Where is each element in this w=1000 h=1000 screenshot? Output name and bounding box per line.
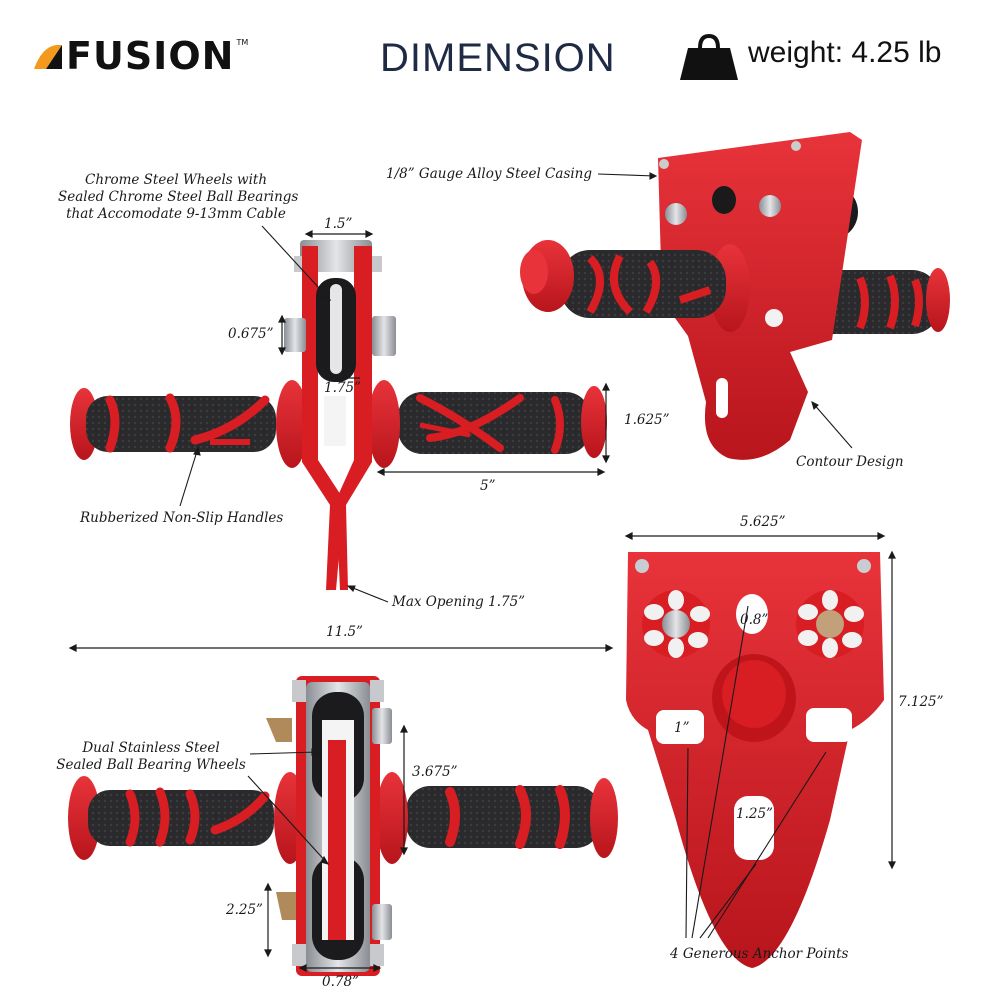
right-handle xyxy=(398,386,607,458)
dim-gap: 1.75” xyxy=(324,380,361,396)
logo-mark-icon xyxy=(34,45,62,69)
dim-top-width: 1.5” xyxy=(324,216,353,232)
plate-view xyxy=(626,552,884,968)
angled-view xyxy=(520,132,950,460)
dim-bottom-slot: 1.25” xyxy=(736,806,773,822)
front-view xyxy=(70,240,607,590)
dual-wheels-callout-line: Sealed Ball Bearing Wheels xyxy=(56,757,246,773)
wheels-callout-line: Chrome Steel Wheels with xyxy=(84,172,268,188)
dimension-lines xyxy=(68,230,896,972)
anchor-points-callout: 4 Generous Anchor Points xyxy=(670,946,849,962)
right-wheel-hub xyxy=(796,590,864,658)
max-opening-callout: Max Opening 1.75” xyxy=(392,594,526,610)
dim-handle-diameter: 1.625” xyxy=(624,412,670,428)
bottom-right-handle xyxy=(406,778,618,858)
trademark: TM xyxy=(236,38,249,47)
weight-label: weight: 4.25 lb xyxy=(748,36,942,69)
wheels-callout: Chrome Steel Wheels with Sealed Chrome S… xyxy=(58,172,299,223)
handles-callout: Rubberized Non-Slip Handles xyxy=(80,510,284,526)
wheels-callout-line: Sealed Chrome Steel Ball Bearings xyxy=(58,189,299,205)
dim-bolt-height: 0.675” xyxy=(228,326,274,342)
fusion-logo: FUSION TM xyxy=(32,34,248,78)
wheels-callout-line: that Accomodate 9-13mm Cable xyxy=(66,206,286,222)
dim-handle-length: 5” xyxy=(480,478,496,494)
left-wheel-hub xyxy=(642,590,710,658)
dim-plate-width: 5.625” xyxy=(740,514,786,530)
casing-callout: 1/8” Gauge Alloy Steel Casing xyxy=(386,166,593,182)
dual-wheels-callout: Dual Stainless Steel Sealed Ball Bearing… xyxy=(56,740,246,774)
dim-lower-bolt: 2.25” xyxy=(226,902,263,918)
brand-name: FUSION xyxy=(66,34,235,78)
dim-side-slot: 1” xyxy=(674,720,690,736)
contour-callout: Contour Design xyxy=(796,454,904,470)
dim-plate-height: 7.125” xyxy=(898,694,944,710)
bottom-left-handle xyxy=(68,776,274,860)
bottom-view xyxy=(68,676,618,976)
callout-leaders xyxy=(179,172,853,939)
left-handle xyxy=(70,388,276,460)
weight-icon xyxy=(680,34,738,80)
page-title: DIMENSION xyxy=(380,36,616,80)
dim-center-hole: 0.8” xyxy=(740,612,769,628)
dual-wheels-callout-line: Dual Stainless Steel xyxy=(82,740,220,756)
front-handle xyxy=(520,240,750,332)
dim-plate-depth: 0.78” xyxy=(322,974,359,990)
dim-wheel-span: 3.675” xyxy=(412,764,458,780)
dim-overall-length: 11.5” xyxy=(326,624,363,640)
trolley-casing xyxy=(284,240,396,590)
